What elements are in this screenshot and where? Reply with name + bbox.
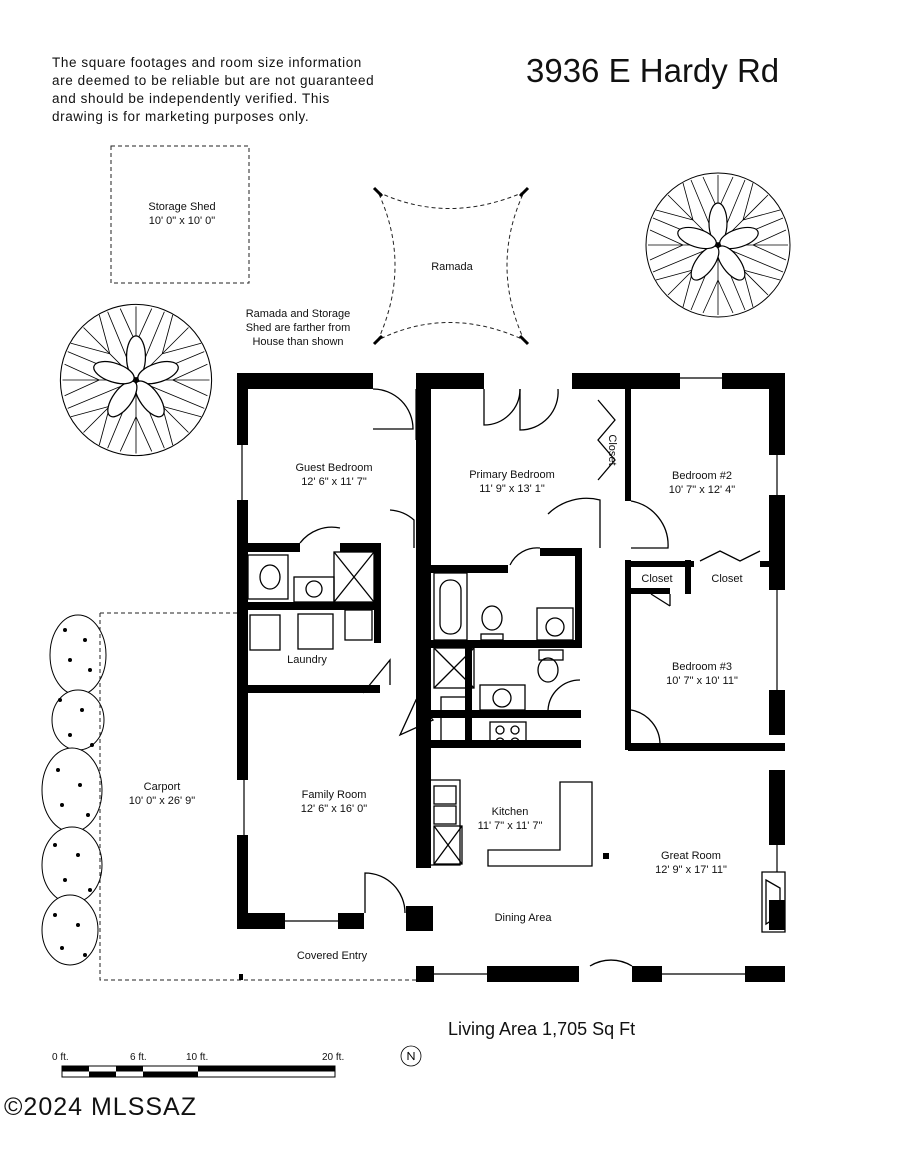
carport-outline — [99, 612, 418, 981]
carport-label: Carport — [144, 781, 181, 793]
family-room-label: Family Room — [302, 789, 367, 801]
primary-bedroom-label: Primary Bedroom — [469, 469, 555, 481]
bedroom2-label: Bedroom #2 — [672, 470, 732, 482]
note-line: House than shown — [252, 336, 343, 348]
storage-shed-label: Storage Shed — [148, 201, 215, 213]
tree-icon — [645, 172, 791, 318]
closet-right-label: Closet — [711, 573, 742, 585]
primary-closet-label: Closet — [606, 434, 618, 465]
scale-tick: 20 ft. — [322, 1052, 344, 1063]
disclaimer: The square footages and room size inform… — [52, 54, 382, 126]
disclaimer-line: are deemed to be reliable but are not gu… — [52, 73, 375, 88]
disclaimer-line: The square footages and room size inform… — [52, 55, 362, 70]
covered-entry-label: Covered Entry — [297, 950, 368, 962]
windows — [241, 377, 778, 975]
door-swings — [299, 388, 761, 967]
copyright-watermark: ©2024 MLSSAZ — [4, 1093, 198, 1121]
scale-bar: 0 ft. 6 ft. 10 ft. 20 ft. — [52, 1052, 344, 1078]
shrub-dots — [53, 628, 94, 957]
interior-walls — [248, 389, 785, 751]
column — [603, 853, 609, 859]
guest-bedroom-size: 12' 6" x 11' 7" — [301, 476, 367, 488]
great-room-label: Great Room — [661, 850, 721, 862]
laundry-label: Laundry — [287, 654, 327, 666]
tree-icon — [59, 303, 213, 457]
dining-area-label: Dining Area — [495, 912, 553, 924]
wall-post — [610, 373, 614, 389]
closet-left-label: Closet — [641, 573, 672, 585]
kitchen-size: 11' 7" x 11' 7" — [478, 820, 543, 832]
bedroom3-label: Bedroom #3 — [672, 661, 732, 673]
bedroom3-size: 10' 7" x 10' 11" — [666, 675, 738, 687]
storage-shed-size: 10' 0" x 10' 0" — [149, 215, 216, 227]
great-room-size: 12' 9" x 17' 11" — [655, 864, 727, 876]
north-arrow-icon — [400, 1045, 422, 1067]
scale-tick: 6 ft. — [130, 1052, 147, 1063]
ramada-posts — [372, 186, 530, 346]
scale-tick: 10 ft. — [186, 1052, 208, 1063]
property-address: 3936 E Hardy Rd — [526, 52, 780, 89]
living-area: Living Area 1,705 Sq Ft — [448, 1019, 636, 1039]
shrub-border — [41, 614, 107, 966]
primary-bedroom-size: 11' 9" x 13' 1" — [479, 483, 545, 495]
carport-size: 10' 0" x 26' 9" — [129, 795, 196, 807]
ramada-label: Ramada — [431, 261, 473, 273]
disclaimer-line: drawing is for marketing purposes only. — [52, 109, 310, 124]
scale-tick: 0 ft. — [52, 1052, 69, 1063]
note-line: Ramada and Storage — [246, 308, 351, 320]
note-line: Shed are farther from — [246, 322, 351, 334]
guest-bedroom-label: Guest Bedroom — [295, 462, 372, 474]
fixtures — [247, 551, 786, 933]
disclaimer-line: and should be independently verified. Th… — [52, 91, 330, 106]
family-room-size: 12' 6" x 16' 0" — [301, 803, 368, 815]
bedroom2-size: 10' 7" x 12' 4" — [669, 484, 736, 496]
carport-post — [239, 974, 243, 980]
storage-shed-outline — [110, 145, 250, 284]
exterior-walls — [237, 373, 785, 982]
kitchen-label: Kitchen — [492, 806, 529, 818]
